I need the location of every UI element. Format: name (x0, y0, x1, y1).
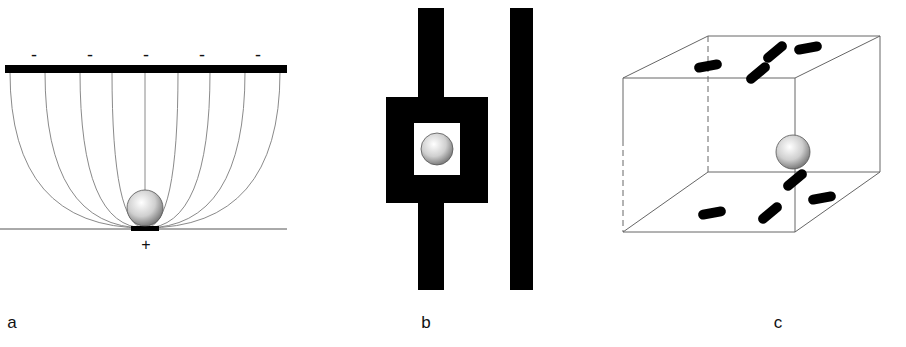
charge-sign: - (255, 46, 261, 64)
electrode-pad (386, 97, 488, 203)
charge-sign: - (199, 46, 205, 64)
cage-box (623, 36, 880, 232)
charge-sign: + (141, 237, 150, 253)
cage-electrodes (693, 39, 836, 226)
right-electrode (510, 8, 533, 290)
top-electrode (5, 65, 287, 73)
panel-b (386, 8, 533, 290)
charge-sign: - (31, 46, 37, 64)
charge-sign: - (143, 46, 149, 64)
particle-sphere (421, 133, 453, 165)
panel-letter: a (7, 314, 16, 331)
field-lines (10, 72, 280, 228)
particle-sphere (127, 190, 163, 226)
charge-sign: - (87, 46, 93, 64)
panel-a (0, 65, 287, 231)
particle-sphere (776, 135, 810, 169)
panel-c (623, 36, 880, 232)
panel-letter: c (774, 314, 783, 331)
bottom-electrode (131, 226, 159, 231)
pad-window (414, 123, 460, 175)
panel-letter: b (421, 314, 430, 331)
